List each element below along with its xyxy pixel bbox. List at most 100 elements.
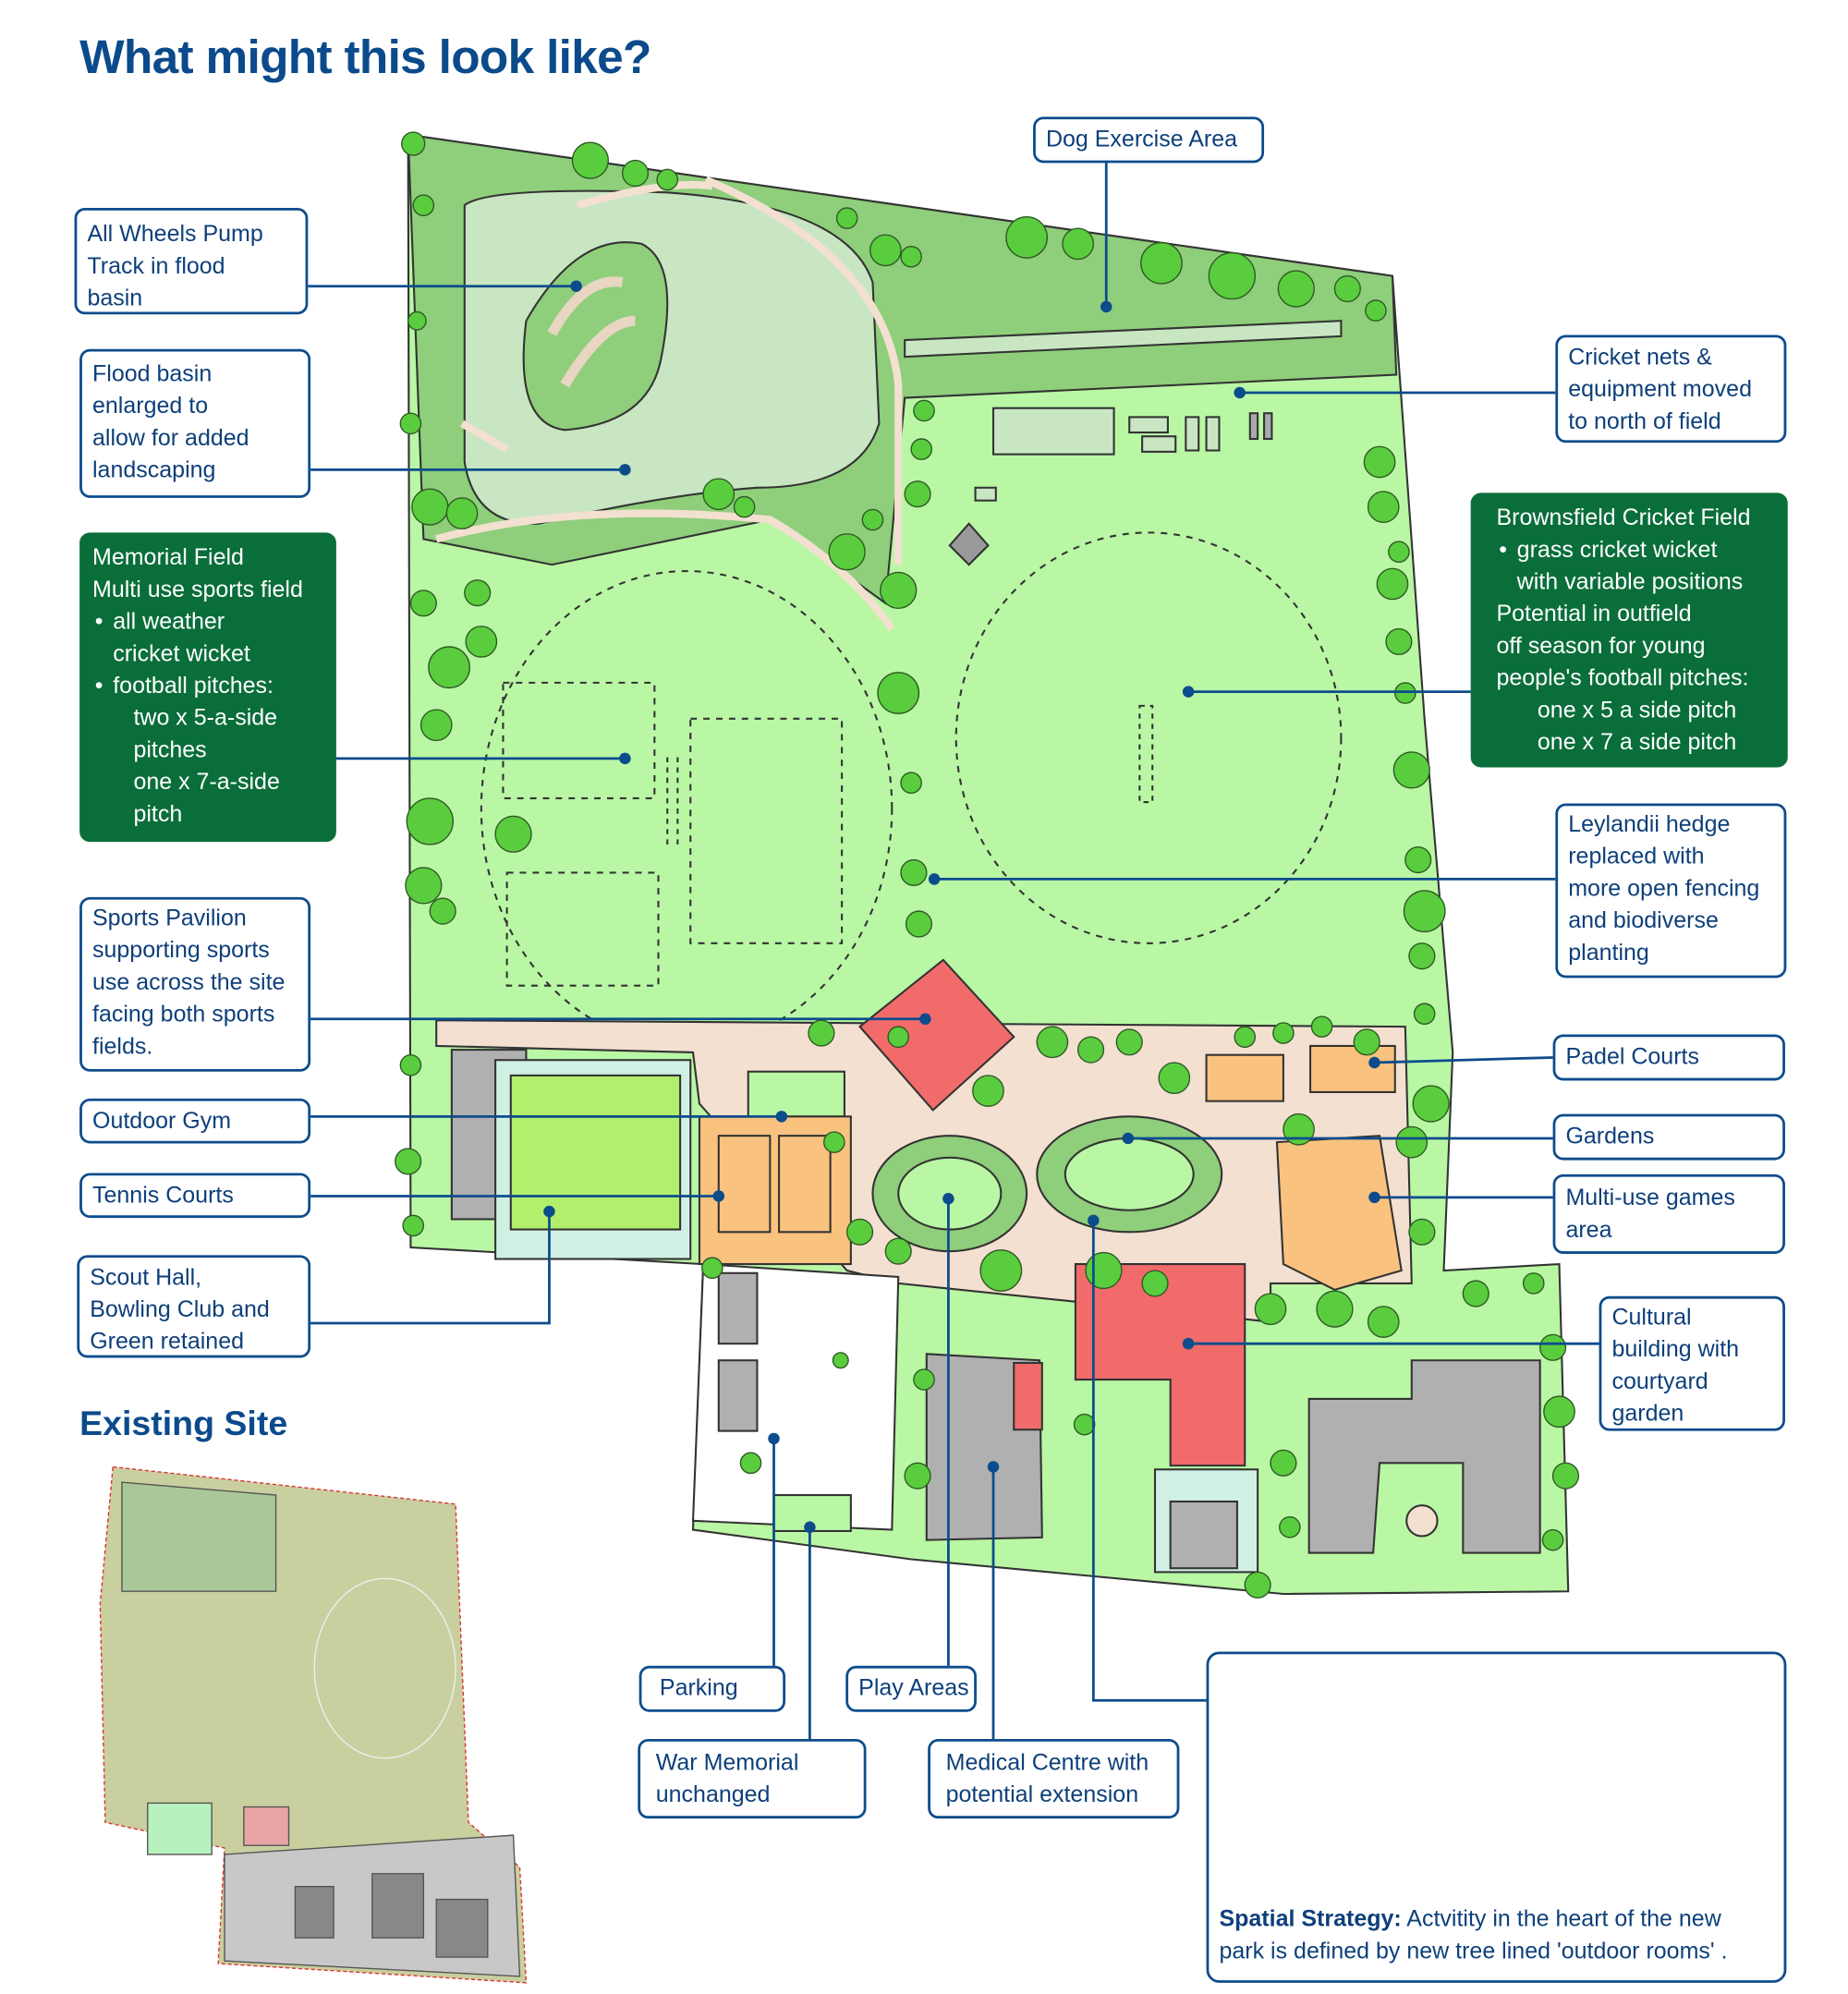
callout-text: Gardens [1565, 1123, 1655, 1149]
roundabout [1405, 1504, 1439, 1538]
tree-icon [1272, 1022, 1295, 1044]
cricket-wicket [1138, 704, 1154, 804]
callout-text: more open fencing [1568, 875, 1760, 902]
callout-bullet: grass cricket wicket [1496, 534, 1774, 566]
tree-icon [1062, 227, 1095, 261]
tree-icon [880, 571, 918, 610]
tree-icon [1363, 445, 1396, 479]
callout-tennis-courts: Tennis Courts [79, 1173, 311, 1219]
tree-icon [1543, 1395, 1575, 1429]
tree-icon [1367, 1306, 1400, 1338]
tree-icon [972, 1075, 1004, 1107]
callout-text: one x 5 a side pitch [1537, 697, 1737, 723]
outdoor-gym [747, 1070, 845, 1118]
callout-text: with variable positions [1516, 568, 1744, 595]
equipment-store [948, 522, 990, 566]
callout-text: building with [1611, 1335, 1740, 1362]
tree-icon [1388, 541, 1410, 564]
callout-text: potential extension [945, 1781, 1139, 1807]
callout-text: Track in flood [87, 252, 225, 279]
muga [1275, 1135, 1403, 1291]
tree-icon [1085, 1251, 1123, 1290]
callout-text: War Memorial [655, 1749, 799, 1775]
callout-padel-courts: Padel Courts [1552, 1034, 1785, 1081]
tree-icon [1551, 1462, 1580, 1489]
callout-text: Cultural [1611, 1304, 1692, 1330]
callout-text: replaced with [1568, 843, 1705, 869]
tree-icon [905, 910, 933, 938]
callout-text: equipment moved [1568, 375, 1752, 402]
football-pitch [505, 871, 660, 987]
dog-run-strip [904, 320, 1343, 359]
tree-icon [900, 772, 922, 795]
tree-icon [1076, 1036, 1105, 1064]
callout-medical-centre: Medical Centre with potential extension [928, 1738, 1180, 1819]
tree-icon [1244, 1571, 1271, 1599]
callout-text: basin [87, 285, 143, 311]
sports-pavilion [858, 958, 1015, 1112]
callout-text: Sports Pavilion [92, 905, 247, 930]
cricket-nets [974, 407, 1273, 502]
tree-icon [1394, 682, 1416, 704]
tree-icon [399, 412, 422, 435]
tree-icon [979, 1249, 1023, 1292]
football-pitch [689, 717, 844, 944]
callout-text: people's football pitches: [1496, 664, 1749, 691]
tree-icon [1141, 1270, 1169, 1297]
buildings-east [1307, 1359, 1541, 1554]
cultural-building [1074, 1263, 1246, 1467]
callout-text: All Wheels Pump [87, 220, 263, 247]
tree-icon [900, 245, 922, 268]
leader-lines [308, 162, 1599, 1739]
tree-icon [402, 1214, 425, 1237]
callout-text: planting [1568, 939, 1649, 966]
callout-text: Brownsfield Cricket Field [1496, 504, 1751, 530]
callout-parking: Parking [638, 1665, 786, 1712]
spatial-strategy-caption: Spatial Strategy: Actvitity in the heart… [1219, 1903, 1727, 1967]
tree-icon [739, 1452, 762, 1475]
tree-icon [845, 1218, 874, 1246]
callout-text: one x 7 a side pitch [1537, 728, 1737, 755]
callout-text: and biodiverse [1568, 906, 1719, 933]
callout-text: Flood basin [92, 360, 213, 387]
callout-brownsfield-cricket-field: Brownsfield Cricket Field grass cricket w… [1470, 492, 1788, 768]
callout-text: Bowling Club and [90, 1295, 270, 1322]
tree-icon [571, 141, 610, 179]
tree-icon [1310, 1015, 1333, 1038]
tree-icon [1522, 1272, 1545, 1295]
tree-icon [1395, 1125, 1429, 1159]
tree-icon [861, 508, 884, 531]
callout-text: facing both sports [92, 1001, 275, 1027]
callout-text: area [1565, 1216, 1612, 1243]
tree-icon [913, 399, 935, 422]
tree-icon [1158, 1062, 1191, 1095]
callout-text: Medical Centre with [945, 1749, 1149, 1775]
callout-text: two x 5-a-side [133, 704, 278, 731]
spatial-strategy-text: Actvitity in the heart of the new [1401, 1905, 1721, 1932]
tree-icon [406, 797, 454, 845]
tennis-court [778, 1135, 832, 1234]
callout-text: Leylandii hedge [1568, 810, 1731, 837]
callout-dog-exercise-area: Dog Exercise Area [1033, 116, 1265, 164]
tree-icon [1365, 299, 1387, 322]
tree-icon [869, 234, 902, 267]
callout-text: one x 7-a-side [133, 768, 280, 795]
callout-text: Tennis Courts [92, 1182, 234, 1208]
tree-icon [1408, 942, 1436, 970]
callout-text: enlarged to [92, 393, 209, 419]
tree-icon [1404, 845, 1432, 874]
padel-court [1309, 1044, 1396, 1093]
callout-text: Dog Exercise Area [1045, 126, 1238, 152]
callout-gardens: Gardens [1552, 1113, 1785, 1161]
callout-text: Potential in outfield [1496, 601, 1692, 626]
tree-icon [822, 1131, 845, 1153]
tree-icon [900, 858, 928, 887]
tree-icon [395, 1148, 422, 1175]
callout-play-areas: Play Areas [845, 1665, 977, 1712]
